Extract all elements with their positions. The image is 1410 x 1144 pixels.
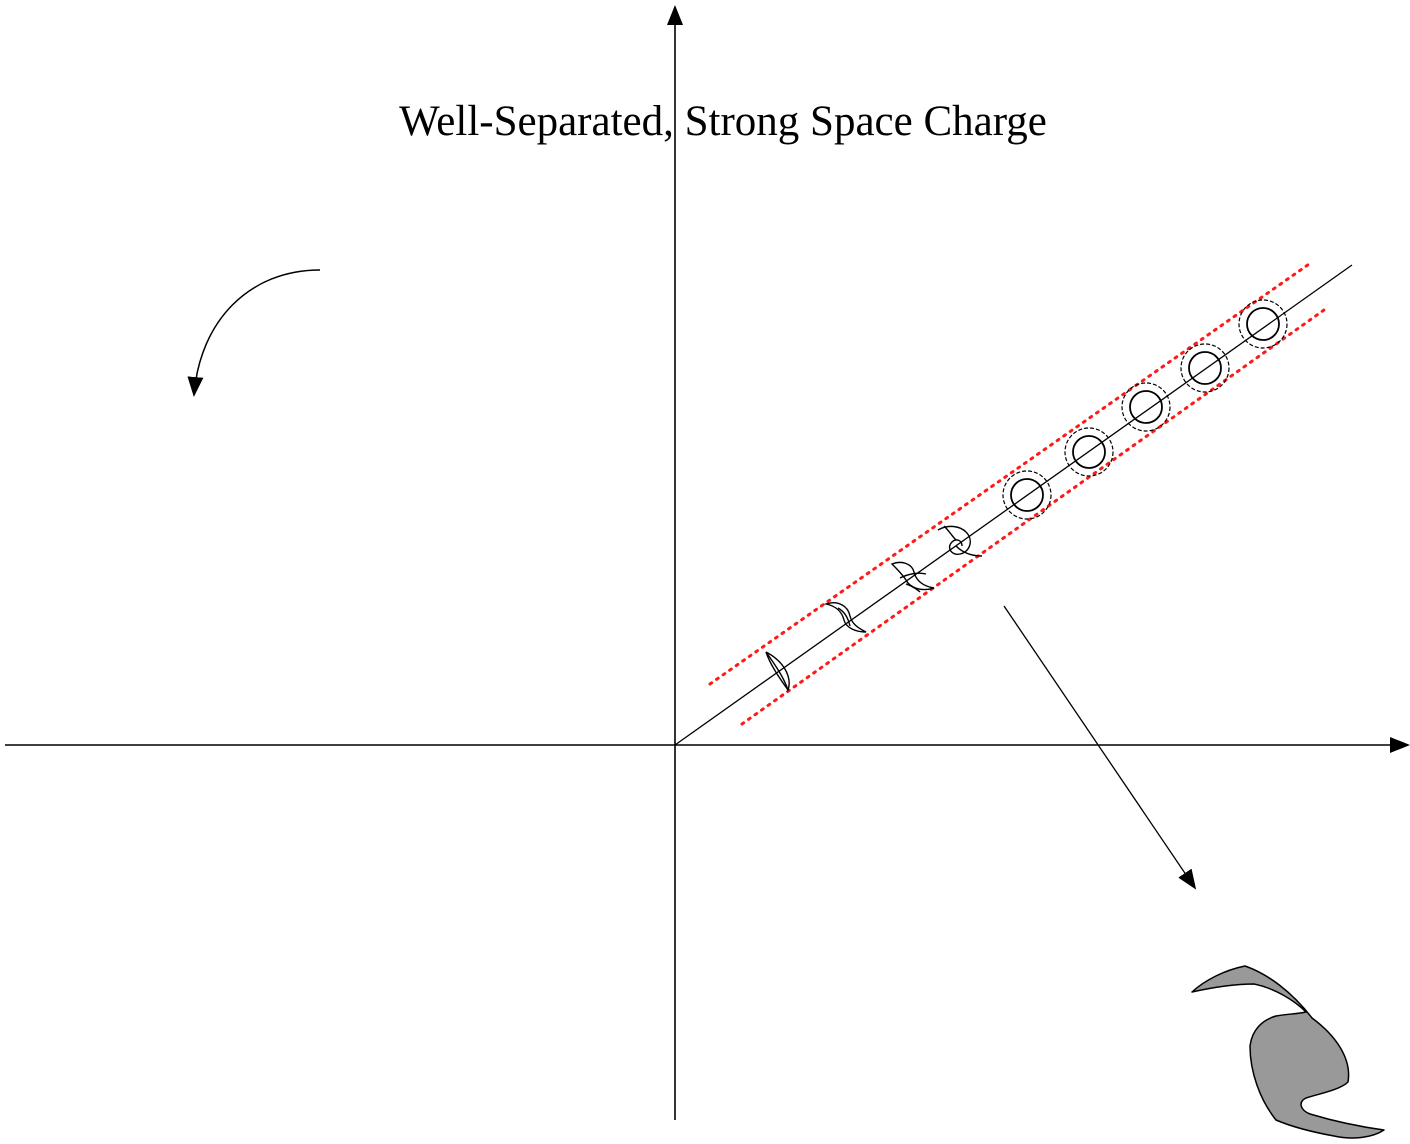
- magnified-spiral-shape: [1191, 965, 1385, 1139]
- beam-shape-circle-4: [1180, 343, 1230, 393]
- beam-shape-s-1: [823, 602, 867, 633]
- beam-shape-circle-3: [1121, 382, 1171, 432]
- lower-boundary-line: [740, 308, 1326, 726]
- beam-shape-circle-5: [1238, 299, 1288, 349]
- beam-shape-s-2: [890, 561, 935, 593]
- beam-shape-spiral: [937, 525, 983, 557]
- beam-shape-circle-2: [1064, 427, 1114, 477]
- beam-shape-crescent: [765, 651, 790, 693]
- beam-shape-circle-1: [1002, 470, 1052, 520]
- rotation-arrow: [187, 269, 321, 397]
- diagram-title: Well-Separated, Strong Space Charge: [399, 98, 1047, 145]
- upper-boundary-line: [708, 260, 1314, 686]
- zoom-arrow: [1003, 605, 1197, 890]
